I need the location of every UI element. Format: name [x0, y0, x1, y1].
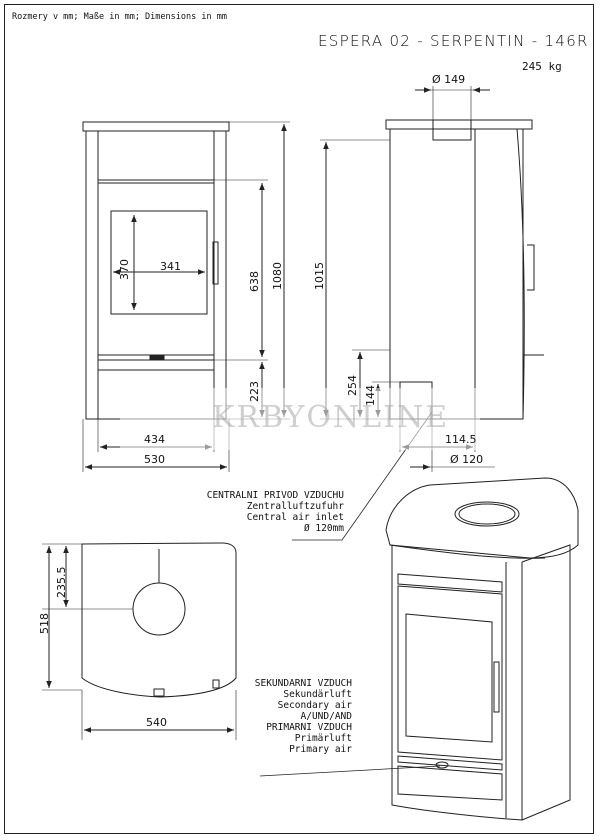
- watermark-text: KRBYONLINE: [212, 400, 450, 435]
- stove-3d-view: [385, 477, 579, 821]
- base-height-label: 223: [248, 381, 261, 402]
- front-body: [85, 130, 227, 420]
- units-note: Rozmery v mm; Maße in mm; Dimensions in …: [12, 12, 227, 22]
- top-width-label: 540: [146, 716, 167, 729]
- top-flue-circle: [132, 582, 186, 636]
- stove-glass-3d: [405, 613, 493, 743]
- leader-lines: [259, 411, 441, 777]
- secondary-air-note: SEKUNDARNI VZDUCH Sekundärluft Secondary…: [254, 678, 352, 755]
- front-glass: [110, 210, 208, 315]
- door-handle: [212, 241, 219, 285]
- watermark-band: [120, 388, 480, 450]
- inlet-diameter-label: Ø 120: [450, 453, 484, 466]
- inlet-offset-label: 144: [364, 385, 377, 406]
- stove-top-3d: [385, 477, 579, 559]
- total-width-label: 530: [144, 453, 165, 466]
- top-depth-label: 518: [38, 613, 51, 634]
- door-height-label: 638: [248, 271, 261, 292]
- flue-diameter-label: Ø 149: [432, 73, 466, 86]
- weight-label: 245 kg: [522, 60, 562, 73]
- total-height-label: 1080: [271, 262, 284, 290]
- flue-outlet: [432, 119, 472, 141]
- inner-width-label: 434: [144, 433, 165, 446]
- inlet-height-label: 254: [346, 375, 359, 396]
- top-offset-label: 235.5: [55, 566, 68, 599]
- stove-top-ring: [454, 501, 520, 527]
- front-view: [82, 121, 290, 472]
- front-top-plate: [82, 121, 230, 132]
- drawing-title: ESPERA 02 - SERPENTIN - 146R: [318, 32, 589, 50]
- glass-width-label: 341: [160, 260, 181, 273]
- drawing-frame: [4, 4, 594, 834]
- central-air-note: CENTRALNI PRIVOD VZDUCHU Zentralluftzufu…: [206, 490, 344, 534]
- top-outline: [81, 542, 237, 698]
- side-height-label: 1015: [313, 262, 326, 290]
- side-handle: [527, 244, 535, 291]
- inlet-depth-label: 114.5: [445, 433, 477, 446]
- side-top-plate: [385, 119, 533, 130]
- top-view: [42, 542, 237, 740]
- glass-height-label: 370: [118, 259, 131, 280]
